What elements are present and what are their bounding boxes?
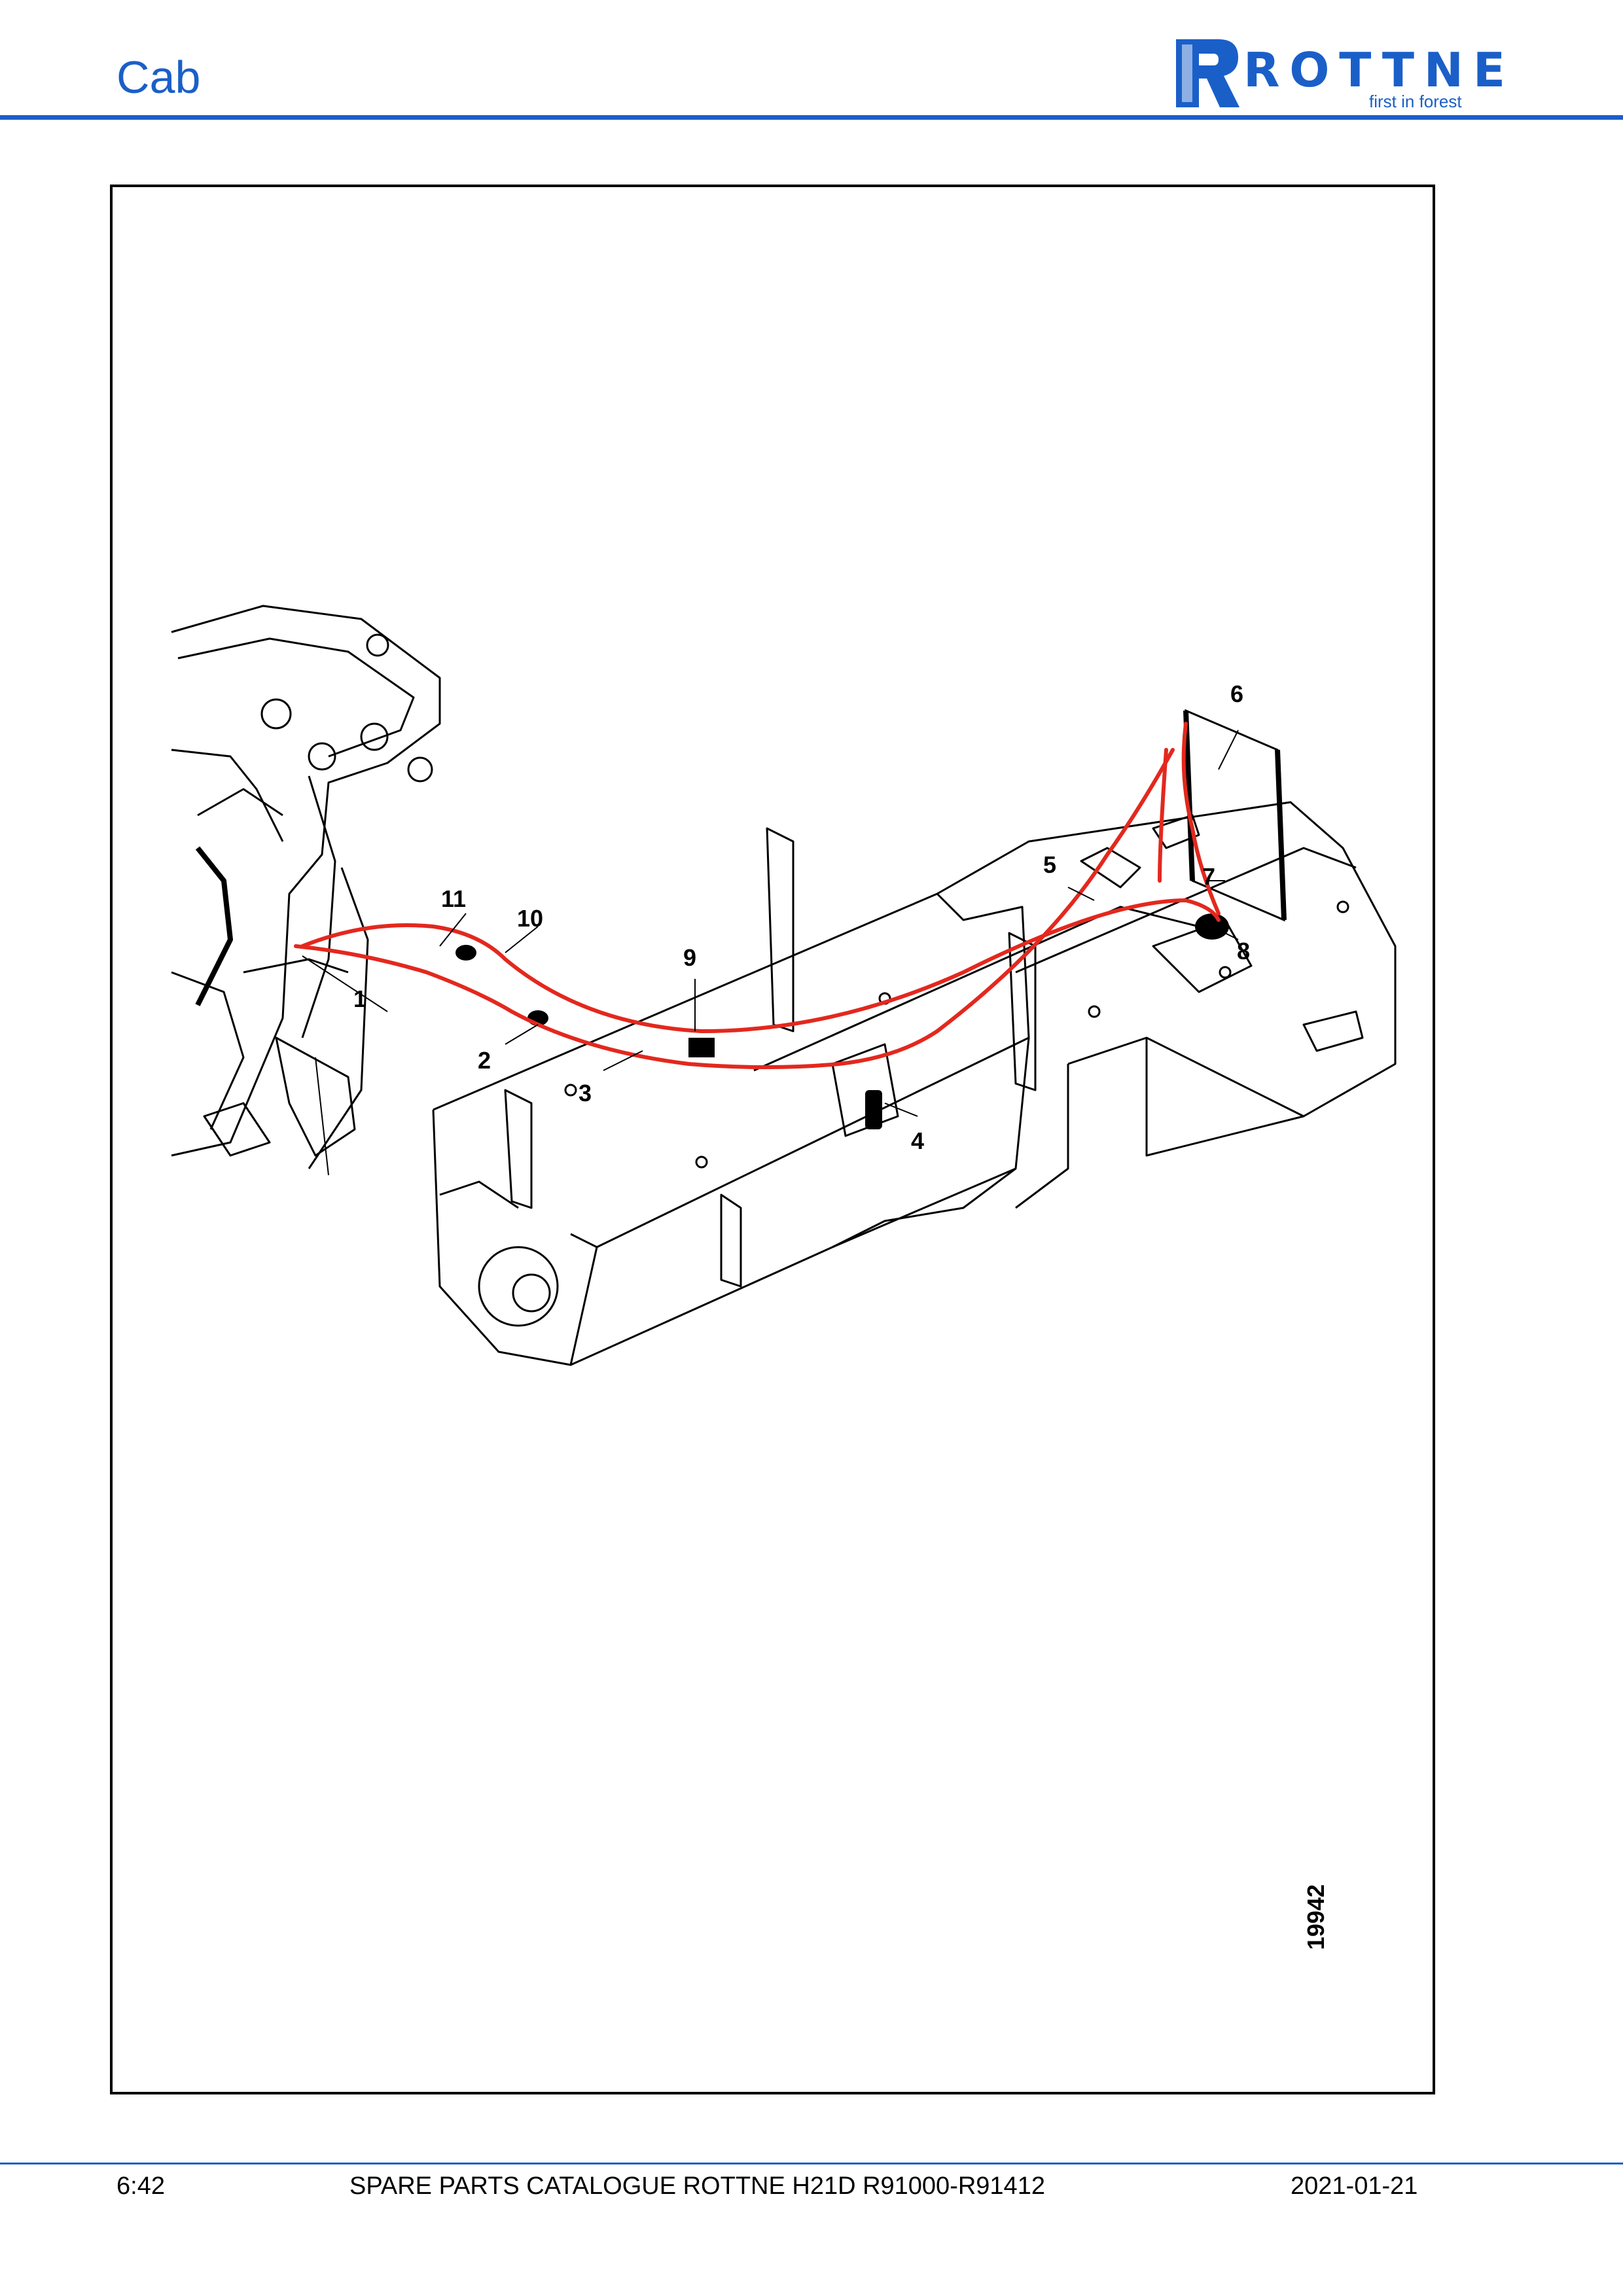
callout-5: 5 <box>1043 851 1056 878</box>
callout-1: 1 <box>353 985 366 1012</box>
section-title: Cab <box>116 52 201 103</box>
callout-8: 8 <box>1237 938 1250 964</box>
figure-number: 19942 <box>1302 1884 1329 1950</box>
callout-3: 3 <box>579 1080 592 1106</box>
frame-outline <box>432 801 1397 1366</box>
rottne-logo: ROTTNE first in forest <box>1176 39 1505 111</box>
footer-rule <box>0 2163 1623 2164</box>
figure-frame: 1 2 3 4 5 6 7 8 9 10 11 <box>110 185 1435 2094</box>
callout-labels: 1 2 3 4 5 6 7 8 9 10 11 <box>353 680 1250 1154</box>
callout-7: 7 <box>1202 863 1215 890</box>
callout-2: 2 <box>478 1047 491 1074</box>
catalogue-title: SPARE PARTS CATALOGUE ROTTNE H21D R91000… <box>349 2172 1045 2200</box>
callout-10: 10 <box>517 905 543 932</box>
component-parts <box>455 913 1229 1129</box>
catalogue-date: 2021-01-21 <box>1291 2172 1418 2200</box>
header-rule <box>0 115 1623 120</box>
callout-6: 6 <box>1230 680 1243 707</box>
logo-tagline: first in forest <box>1369 92 1462 111</box>
logo-brand-text: ROTTNE <box>1243 43 1505 97</box>
exploded-view-drawing: 1 2 3 4 5 6 7 8 9 10 11 <box>171 605 1397 1366</box>
callout-4: 4 <box>911 1127 924 1154</box>
leader-lines <box>302 730 1239 1117</box>
callout-9: 9 <box>683 944 696 971</box>
page-number: 6:42 <box>116 2172 165 2200</box>
cab-outline <box>171 605 441 1176</box>
callout-11: 11 <box>441 885 466 912</box>
ac-hoses <box>294 722 1221 1069</box>
